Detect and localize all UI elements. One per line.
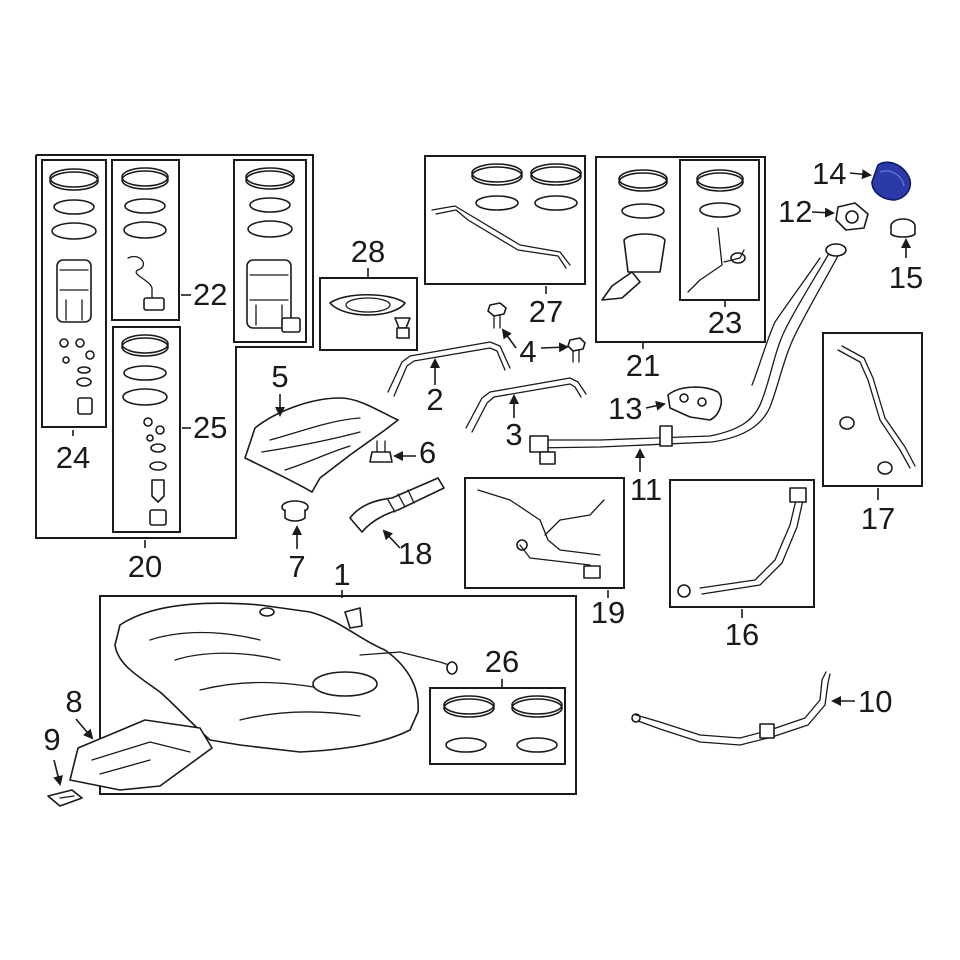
part-16-vent-tube[interactable] bbox=[669, 479, 815, 608]
callout-11: 11 bbox=[630, 472, 662, 507]
part-8-skid-plate[interactable] bbox=[69, 719, 213, 791]
part-5-heat-shield[interactable] bbox=[244, 397, 399, 493]
callout-13: 13 bbox=[608, 391, 642, 426]
part-10-vent-pipe[interactable] bbox=[631, 671, 831, 746]
callout-2: 2 bbox=[426, 382, 443, 417]
part-19-vent-hose[interactable] bbox=[464, 477, 625, 589]
part-12-filler-housing[interactable] bbox=[835, 202, 869, 231]
callout-12: 12 bbox=[778, 194, 812, 229]
callout-21: 21 bbox=[626, 348, 660, 383]
part-9-clip[interactable] bbox=[47, 789, 83, 807]
callout-10: 10 bbox=[858, 684, 892, 719]
callout-15: 15 bbox=[889, 260, 923, 295]
callout-18: 18 bbox=[398, 536, 432, 571]
part-18-filler-hose[interactable] bbox=[349, 477, 445, 533]
callout-22: 22 bbox=[193, 277, 227, 312]
callout-27: 27 bbox=[529, 294, 563, 329]
part-24-pump-kit[interactable] bbox=[41, 159, 107, 428]
part-23-pump-kit[interactable] bbox=[679, 159, 760, 301]
part-28-pump-gasket-kit[interactable] bbox=[319, 277, 418, 351]
callout-1: 1 bbox=[333, 557, 350, 592]
part-27-pump-kit[interactable] bbox=[424, 155, 586, 285]
part-15-fuel-cap[interactable] bbox=[890, 218, 916, 238]
callout-4: 4 bbox=[519, 334, 536, 369]
callout-17: 17 bbox=[861, 501, 895, 536]
part-1-fuel-tank[interactable] bbox=[99, 595, 577, 795]
callout-16: 16 bbox=[725, 617, 759, 652]
part-14-fuel-filler-door[interactable] bbox=[871, 161, 912, 201]
part-21-pump-kit[interactable] bbox=[595, 156, 766, 343]
callout-19: 19 bbox=[591, 595, 625, 630]
part-25-pump-kit[interactable] bbox=[112, 326, 181, 533]
pump-assembly-group-box bbox=[35, 154, 314, 539]
callout-26: 26 bbox=[485, 644, 519, 679]
part-7-grommet[interactable] bbox=[281, 500, 309, 522]
part-6-bolt[interactable] bbox=[369, 440, 393, 463]
callout-3: 3 bbox=[505, 417, 522, 452]
callout-28: 28 bbox=[351, 234, 385, 269]
part-17-breather-tube[interactable] bbox=[822, 332, 923, 487]
callout-8: 8 bbox=[65, 684, 82, 719]
callout-9: 9 bbox=[43, 722, 60, 757]
part-4-bolt[interactable] bbox=[487, 302, 586, 363]
callout-25: 25 bbox=[193, 410, 227, 445]
part-22-pump-kit[interactable] bbox=[111, 159, 180, 321]
part-pump-kit-right[interactable] bbox=[233, 159, 307, 343]
callout-7: 7 bbox=[288, 549, 305, 584]
part-13-filler-cover[interactable] bbox=[667, 386, 722, 421]
callout-20: 20 bbox=[128, 549, 162, 584]
callout-23: 23 bbox=[708, 305, 742, 340]
callout-6: 6 bbox=[419, 435, 436, 470]
callout-24: 24 bbox=[56, 440, 90, 475]
part-3-tank-strap[interactable] bbox=[465, 377, 587, 433]
part-11-filler-pipe[interactable] bbox=[529, 243, 847, 465]
part-26-gasket-kit[interactable] bbox=[429, 687, 566, 765]
part-2-tank-strap[interactable] bbox=[387, 341, 511, 397]
callout-14: 14 bbox=[812, 156, 846, 191]
callout-5: 5 bbox=[271, 359, 288, 394]
